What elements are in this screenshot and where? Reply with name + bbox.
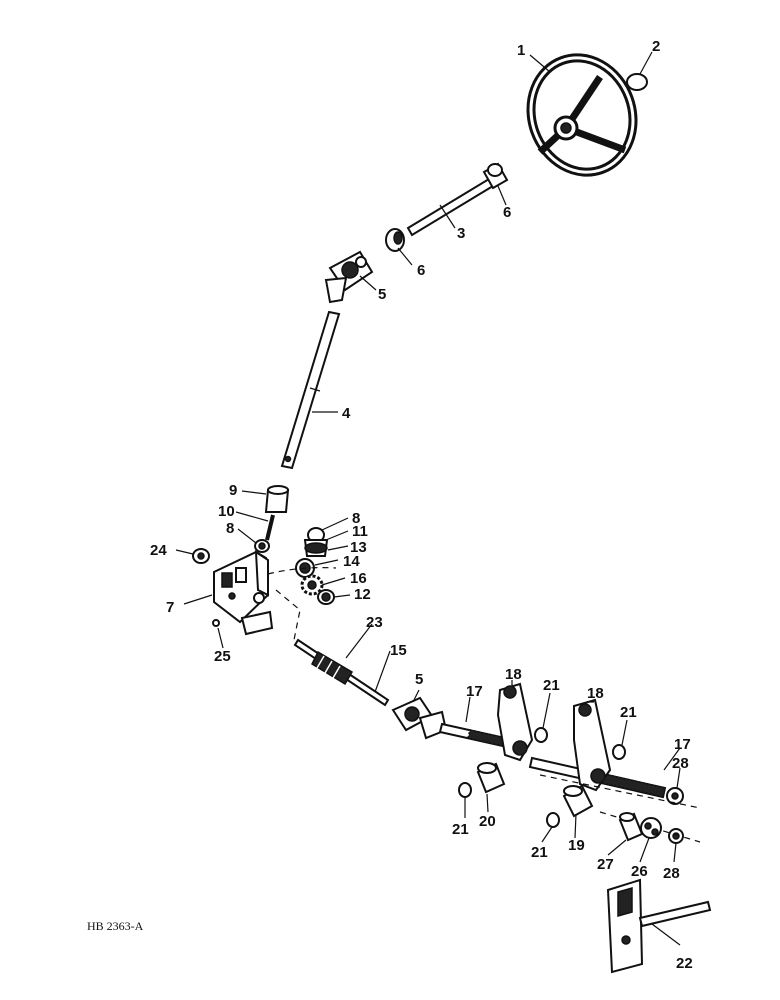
wheel-cap <box>626 73 648 91</box>
sleeve-20 <box>476 762 506 794</box>
callout-leaders <box>175 51 681 946</box>
callout-15: 15 <box>390 642 407 659</box>
drawing-code: HB 2363-A <box>87 919 144 933</box>
upper-steering-shaft <box>385 162 509 252</box>
worm-shaft <box>293 638 390 707</box>
callout-27: 27 <box>597 856 614 873</box>
coupler <box>264 485 290 513</box>
callout-14: 14 <box>343 553 360 570</box>
callout-4: 4 <box>342 405 351 422</box>
intermediate-shaft <box>280 310 341 470</box>
callout-1: 1 <box>517 42 525 59</box>
callout-20: 20 <box>479 813 496 830</box>
callout-7: 7 <box>166 599 174 616</box>
leader-dashed-lines <box>267 567 337 641</box>
callout-25: 25 <box>214 648 231 665</box>
callout-10: 10 <box>218 503 235 520</box>
upper-universal-joint <box>324 250 374 304</box>
small-bushing <box>254 539 270 553</box>
callout-3: 3 <box>457 225 465 242</box>
ball-joint <box>640 817 662 839</box>
bracket-assembly <box>606 878 712 974</box>
callout-2: 2 <box>652 38 660 55</box>
callout-16: 16 <box>350 570 367 587</box>
callout-19: 19 <box>568 837 585 854</box>
callout-28-lower: 28 <box>663 865 680 882</box>
steering-wheel <box>526 53 638 177</box>
callout-21-a: 21 <box>543 677 560 694</box>
grease-fitting <box>212 619 220 627</box>
callout-9: 9 <box>229 482 237 499</box>
pin <box>265 514 275 541</box>
callout-13: 13 <box>350 539 367 556</box>
nut <box>192 548 210 564</box>
callout-17-left: 17 <box>466 683 483 700</box>
callout-labels: 1 2 3 4 5 5 6 6 7 8 8 9 10 11 12 13 14 1… <box>150 38 693 972</box>
callout-6-left: 6 <box>417 262 425 279</box>
callout-18-left: 18 <box>505 666 522 683</box>
snap-rings <box>458 727 626 828</box>
callout-22: 22 <box>676 955 693 972</box>
lower-universal-joint <box>391 696 448 740</box>
callout-28-upper: 28 <box>672 755 689 772</box>
callout-5-lower: 5 <box>415 671 423 688</box>
spacer <box>618 812 644 842</box>
gear-stack <box>295 527 335 605</box>
gear-housing <box>213 550 274 636</box>
callout-12: 12 <box>354 586 371 603</box>
callout-23: 23 <box>366 614 383 631</box>
steering-arm-right <box>573 698 612 792</box>
assembly-dashed-lines <box>539 774 701 843</box>
callout-8-right: 8 <box>352 510 360 527</box>
threaded-rod-left <box>438 722 507 748</box>
callout-5-upper: 5 <box>378 286 386 303</box>
callout-21-c: 21 <box>452 821 469 838</box>
callout-26: 26 <box>631 863 648 880</box>
callout-21-b: 21 <box>620 704 637 721</box>
callout-17-right: 17 <box>674 736 691 753</box>
callout-8-left: 8 <box>226 520 234 537</box>
callout-11: 11 <box>352 523 368 540</box>
sleeve-19 <box>562 784 594 818</box>
callout-18-right: 18 <box>587 685 604 702</box>
callout-21-d: 21 <box>531 844 548 861</box>
callout-6-right: 6 <box>503 204 511 221</box>
steering-arm-left <box>496 682 534 762</box>
callout-24: 24 <box>150 542 167 559</box>
